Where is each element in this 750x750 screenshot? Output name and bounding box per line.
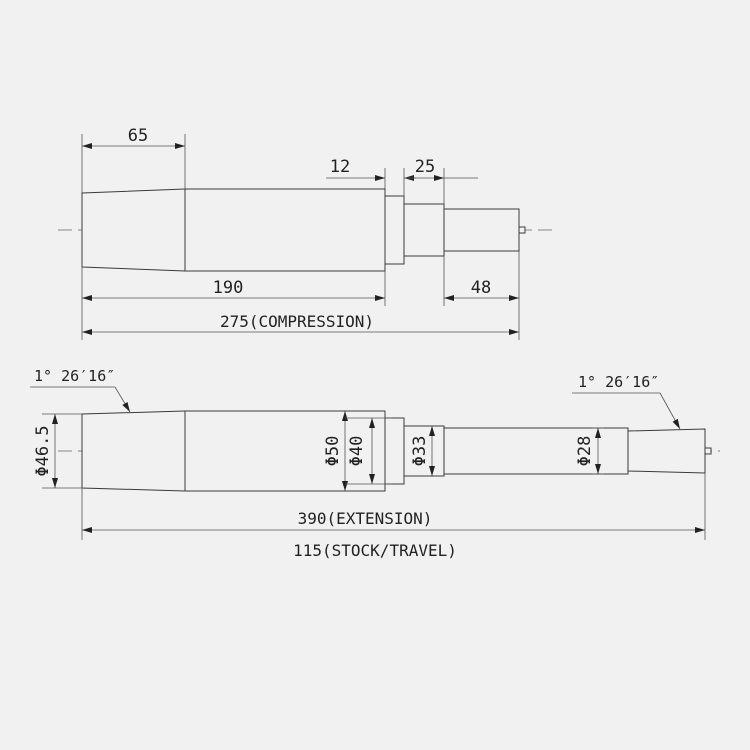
- collar-step1: [384, 195, 405, 265]
- extension-view: 1° 26′16″ 1° 26′16″ Φ46.5 Φ50 Φ40 Φ33 Φ2…: [30, 367, 720, 560]
- taper-label-left: 1° 26′16″: [34, 367, 115, 385]
- dim-label-115: 115(STOCK/TRAVEL): [293, 541, 457, 560]
- dim-label-65: 65: [128, 126, 148, 146]
- ext-rod-tip: [704, 447, 712, 455]
- dia-label-28: Φ28: [575, 436, 595, 467]
- ext-sleeve: [403, 425, 445, 477]
- dia-label-50: Φ50: [323, 436, 343, 467]
- dim-label-25: 25: [415, 157, 435, 177]
- dia-label-33: Φ33: [410, 436, 430, 467]
- dia-label-40: Φ40: [347, 436, 367, 467]
- cylinder-body: [81, 188, 386, 272]
- dim-label-48: 48: [471, 278, 491, 298]
- ext-rod: [443, 427, 629, 475]
- dim-label-275: 275(COMPRESSION): [220, 312, 374, 331]
- ext-rod-end: [627, 428, 706, 474]
- dim-label-390: 390(EXTENSION): [298, 509, 433, 528]
- dia-label-465: Φ46.5: [33, 425, 53, 476]
- leader-arrow: [114, 386, 131, 413]
- leader-arrow: [659, 392, 681, 430]
- compression-view: 65 12 25 190 48 275(COMPRESSION): [58, 126, 555, 340]
- taper-label-right: 1° 26′16″: [578, 373, 659, 391]
- sleeve-step2: [403, 203, 445, 257]
- ext-collar: [384, 417, 405, 485]
- rod-tip: [518, 226, 526, 234]
- dim-label-190: 190: [213, 278, 244, 298]
- dim-label-12: 12: [330, 157, 350, 177]
- piston-rod: [443, 208, 520, 252]
